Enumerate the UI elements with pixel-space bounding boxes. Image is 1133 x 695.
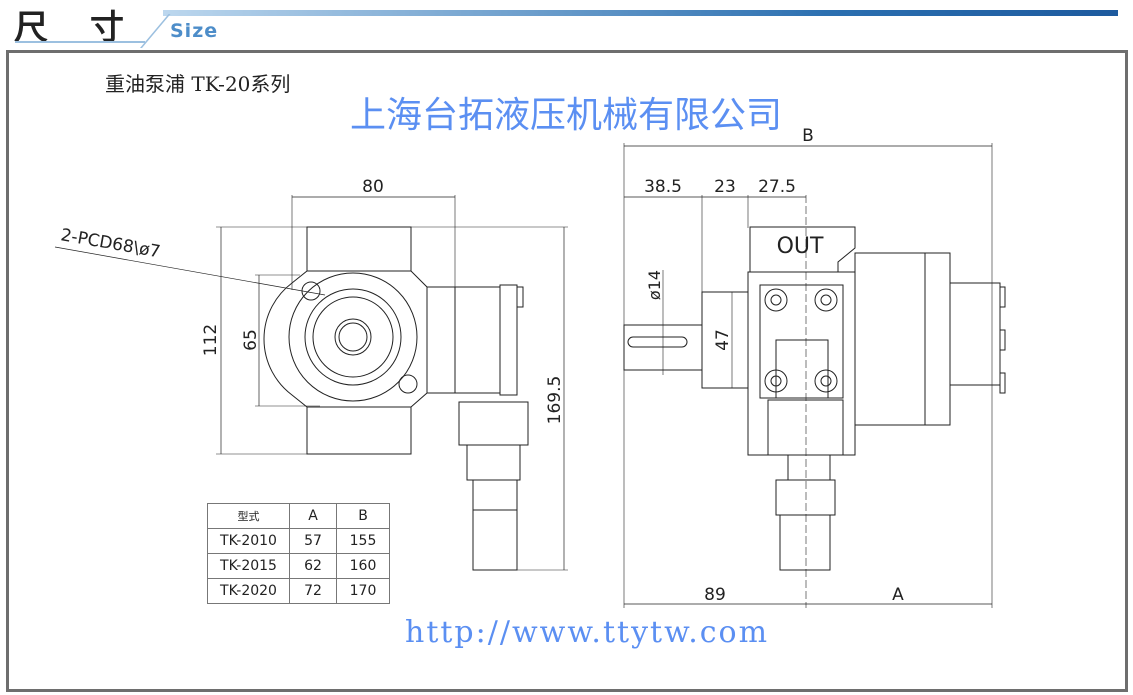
model-table: 型式 A B TK-2010 57 155 TK-2015 62 160 TK-… <box>207 503 390 604</box>
dim-bolt: 65 <box>241 329 261 351</box>
table-header-row: 型式 A B <box>207 503 390 529</box>
bolt-icons <box>764 288 838 393</box>
dim-height: 112 <box>201 324 221 356</box>
drawing-title: 重油泵浦 TK-20系列 <box>105 72 291 96</box>
cell-A: 57 <box>289 528 337 554</box>
header-bar <box>163 10 1118 16</box>
cell-A: 62 <box>289 553 337 579</box>
drawing-frame <box>6 50 1128 692</box>
dim-A: A <box>892 585 904 605</box>
dim-47: 47 <box>713 329 733 351</box>
right-view: B 38.5 23 27.5 OUT ø14 47 <box>623 126 1006 608</box>
header-A: A <box>289 503 337 529</box>
header-model: 型式 <box>207 503 290 529</box>
dim-total: 169.5 <box>545 376 565 425</box>
dim-23: 23 <box>714 177 736 197</box>
header-B: B <box>336 503 390 529</box>
dim-width: 80 <box>362 177 384 197</box>
cell-B: 170 <box>336 578 390 604</box>
port-label: OUT <box>777 234 824 259</box>
cell-B: 155 <box>336 528 390 554</box>
dim-89: 89 <box>704 585 726 605</box>
watermark-company: 上海台拓液压机械有限公司 <box>350 95 783 136</box>
dim-shaft: ø14 <box>645 270 664 300</box>
left-view: 80 112 65 169.5 2-PCD68\ø7 <box>54 177 568 571</box>
table-row: TK-2010 57 155 <box>207 528 390 554</box>
header-underline <box>15 41 145 43</box>
table-row: TK-2020 72 170 <box>207 578 390 604</box>
watermark-url: http://www.ttytw.com <box>405 615 770 650</box>
dim-38-5: 38.5 <box>644 177 682 197</box>
dim-B: B <box>802 126 814 146</box>
cell-model: TK-2010 <box>207 528 290 554</box>
dim-27-5: 27.5 <box>758 177 796 197</box>
section-subtitle: Size <box>170 20 219 42</box>
cell-A: 72 <box>289 578 337 604</box>
cell-model: TK-2020 <box>207 578 290 604</box>
cell-model: TK-2015 <box>207 553 290 579</box>
cell-B: 160 <box>336 553 390 579</box>
table-row: TK-2015 62 160 <box>207 553 390 579</box>
